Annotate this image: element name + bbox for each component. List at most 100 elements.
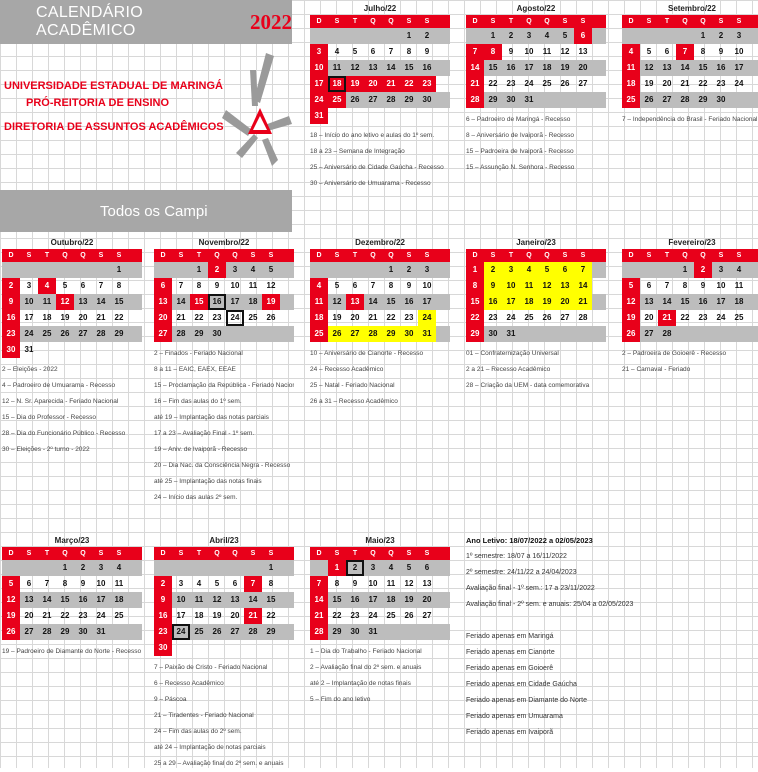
day-cell: 14 xyxy=(310,592,328,608)
day-cell: 7 xyxy=(388,47,394,56)
day-cell: 4 xyxy=(310,278,328,294)
day-cell: 30 xyxy=(212,329,222,338)
summary-line: Feriado apenas em Cidade Gaúcha xyxy=(466,681,577,688)
institution-directorate: DIRETORIA DE ASSUNTOS ACADÊMICOS xyxy=(4,121,224,133)
day-cell: 11 xyxy=(622,60,640,76)
note-item: 15 – Padroeira de Ivaiporã - Recesso xyxy=(466,148,574,155)
weekday-label: Q xyxy=(700,252,706,259)
day-cell: 28 xyxy=(96,329,106,338)
day-cell: 23 xyxy=(350,611,360,620)
day-cell: 23 xyxy=(404,313,414,322)
day-cell xyxy=(2,560,20,576)
day-cell xyxy=(418,624,436,640)
day-cell: 9 xyxy=(508,47,514,56)
note-item: 12 – N. Sr. Aparecida - Feriado Nacional xyxy=(2,398,119,405)
day-cell: 23 xyxy=(698,313,708,322)
day-cell xyxy=(244,640,262,656)
note-item: 2 a 21 – Recesso Acadêmico xyxy=(466,366,551,373)
weekday-label: Q xyxy=(388,252,394,259)
note-item: 7 – Independência do Brasil - Feriado Na… xyxy=(622,116,758,123)
weekday-label: S xyxy=(26,550,32,557)
day-cell: 5 xyxy=(334,281,340,290)
day-cell xyxy=(640,262,658,278)
day-cell: 10 xyxy=(230,281,240,290)
day-cell: 28 xyxy=(248,627,258,636)
day-cell: 10 xyxy=(502,278,520,294)
day-cell xyxy=(38,262,56,278)
day-cell: 7 xyxy=(178,281,184,290)
day-cell: 12 xyxy=(2,592,20,608)
weekday-label: D xyxy=(316,252,322,259)
weekday-label: S xyxy=(268,550,274,557)
day-cell: 30 xyxy=(154,640,172,656)
day-cell: 1 xyxy=(196,265,202,274)
weekday-label: D xyxy=(472,252,478,259)
day-cell: 13 xyxy=(368,63,378,72)
day-cell xyxy=(538,326,556,342)
note-item: 25 a 29 – Avaliação final do 2º sem. e a… xyxy=(154,760,284,767)
day-cell xyxy=(74,262,92,278)
day-cell: 19 xyxy=(332,313,342,322)
day-cell: 19 xyxy=(262,294,280,310)
day-cell: 31 xyxy=(310,108,328,124)
day-cell: 28 xyxy=(42,627,52,636)
day-cell: 2 xyxy=(406,265,412,274)
day-cell: 22 xyxy=(266,611,276,620)
weekday-label: S xyxy=(250,252,256,259)
day-cell: 10 xyxy=(24,297,34,306)
weekday-label: S xyxy=(26,252,32,259)
day-cell: 13 xyxy=(422,579,432,588)
day-cell: 29 xyxy=(466,326,484,342)
day-cell: 24 xyxy=(96,611,106,620)
day-cell: 21 xyxy=(574,294,592,310)
day-cell xyxy=(310,28,328,44)
day-cell: 11 xyxy=(520,278,538,294)
weekday-label: Q xyxy=(214,252,220,259)
day-cell: 16 xyxy=(422,63,432,72)
day-cell: 15 xyxy=(60,595,70,604)
calendar-title: CALENDÁRIO ACADÊMICO xyxy=(36,4,144,39)
day-cell xyxy=(538,92,556,108)
day-cell: 17 xyxy=(422,297,432,306)
day-cell xyxy=(56,342,74,358)
day-cell xyxy=(658,262,676,278)
day-cell: 25 xyxy=(622,92,640,108)
day-cell: 23 xyxy=(418,76,436,92)
day-cell: 26 xyxy=(328,326,346,342)
day-cell xyxy=(574,326,592,342)
weekday-label: D xyxy=(8,252,14,259)
weekday-label: S xyxy=(718,18,724,25)
day-cell: 3 xyxy=(232,265,238,274)
day-cell: 27 xyxy=(422,611,432,620)
weekday-label: S xyxy=(424,18,430,25)
day-cell: 18 xyxy=(194,611,204,620)
day-cell: 1 xyxy=(116,265,122,274)
day-cell: 25 xyxy=(248,313,258,322)
day-cell: 14 xyxy=(662,297,672,306)
day-cell: 18 xyxy=(42,313,52,322)
note-item: 19 – Padroeiro de Diamante do Norte - Re… xyxy=(2,648,142,655)
weekday-label: T xyxy=(352,252,358,259)
day-cell: 5 xyxy=(538,262,556,278)
day-cell: 28 xyxy=(176,329,186,338)
day-cell: 13 xyxy=(662,63,672,72)
day-cell: 12 xyxy=(560,47,570,56)
weekday-label: S xyxy=(178,252,184,259)
day-cell: 1 xyxy=(388,265,394,274)
